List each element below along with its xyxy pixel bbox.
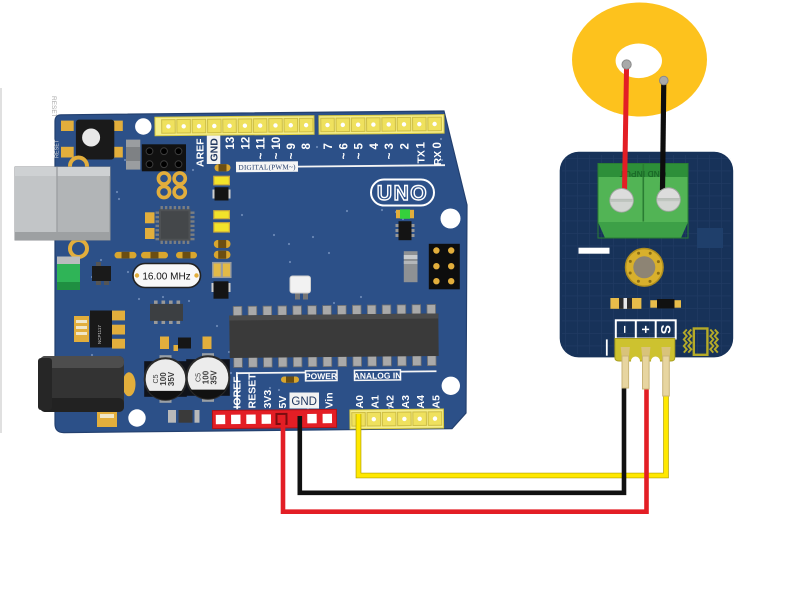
svg-text:~: ~: [254, 152, 268, 159]
svg-text:A3: A3: [400, 395, 412, 409]
svg-text:35V: 35V: [210, 370, 219, 385]
svg-text:5V: 5V: [277, 396, 289, 409]
svg-text:1: 1: [416, 142, 428, 149]
svg-text:3: 3: [384, 143, 396, 149]
svg-text:~: ~: [336, 152, 350, 159]
svg-text:GND: GND: [209, 138, 221, 162]
svg-text:POWER: POWER: [305, 371, 337, 381]
svg-text:A2: A2: [385, 395, 397, 409]
svg-text:IOREF: IOREF: [232, 376, 244, 409]
svg-text:100: 100: [159, 372, 168, 386]
svg-text:0: 0: [432, 142, 444, 148]
svg-text:+: +: [638, 325, 654, 333]
svg-text:DIGITAL(PWM~): DIGITAL(PWM~): [238, 163, 296, 172]
svg-text:16.00 MHz: 16.00 MHz: [142, 272, 190, 283]
svg-text:UNO: UNO: [377, 182, 428, 205]
svg-text:RX: RX: [432, 151, 444, 166]
svg-text:RESET: RESET: [50, 96, 57, 118]
svg-text:NCP1117: NCP1117: [97, 325, 102, 344]
svg-text:RESET: RESET: [247, 373, 259, 409]
svg-text:12: 12: [240, 137, 252, 150]
svg-text:7: 7: [323, 143, 335, 149]
svg-text:A5: A5: [431, 395, 443, 409]
svg-text:Vin: Vin: [324, 392, 336, 408]
svg-text:100: 100: [202, 370, 211, 384]
svg-text:–: –: [618, 326, 634, 334]
svg-text:RESET: RESET: [55, 139, 61, 158]
svg-text:5: 5: [354, 143, 366, 150]
svg-text:AREF: AREF: [195, 138, 207, 167]
svg-text:~: ~: [269, 152, 283, 159]
svg-text:C5: C5: [196, 373, 203, 382]
svg-text:A0: A0: [354, 395, 366, 409]
svg-text:A4: A4: [415, 395, 427, 409]
svg-text:TX: TX: [416, 150, 428, 163]
svg-text:A1: A1: [369, 395, 381, 409]
svg-text:4: 4: [369, 143, 381, 150]
svg-text:11: 11: [256, 137, 268, 150]
svg-text:35V: 35V: [167, 371, 176, 386]
svg-text:GND: GND: [291, 396, 317, 408]
svg-text:8: 8: [301, 143, 313, 150]
svg-text:3V3: 3V3: [262, 390, 274, 409]
svg-text:10: 10: [271, 137, 283, 150]
svg-text:6: 6: [338, 143, 350, 149]
svg-text:C5: C5: [153, 374, 160, 383]
svg-text:GND INPUT: GND INPUT: [619, 169, 667, 179]
svg-text:~: ~: [284, 152, 298, 159]
svg-text:ANALOG IN: ANALOG IN: [354, 370, 402, 380]
svg-text:~: ~: [382, 152, 396, 159]
svg-text:9: 9: [286, 143, 298, 149]
svg-text:13: 13: [225, 137, 237, 150]
svg-text:S: S: [658, 325, 674, 334]
svg-text:2: 2: [400, 143, 412, 149]
svg-text:~: ~: [352, 152, 366, 159]
